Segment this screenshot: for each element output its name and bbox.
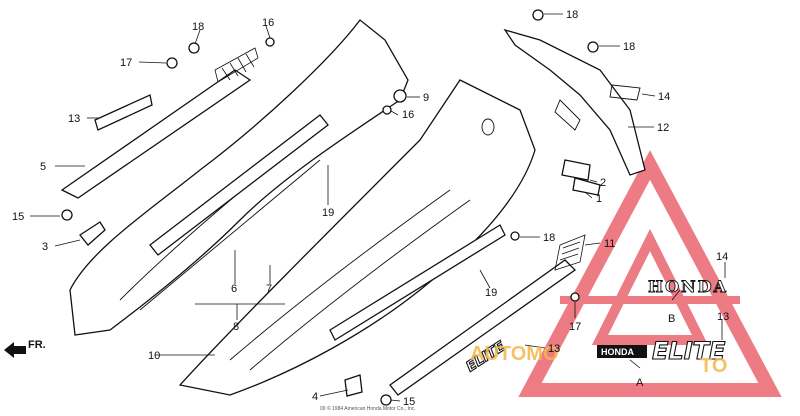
callout-13b: 13 <box>548 343 560 355</box>
callout-labels: 18 16 17 18 18 9 13 16 14 12 5 2 1 15 19 3 18 11 14 6 7 19 8 13… <box>12 9 729 408</box>
callout-18a: 18 <box>192 21 204 33</box>
callout-1: 1 <box>596 193 602 205</box>
callout-15b: 15 <box>403 396 415 408</box>
watermark-logo <box>518 150 782 397</box>
leader-lines <box>30 13 726 402</box>
watermark-text-right: TO <box>700 355 727 377</box>
callout-6: 6 <box>231 283 237 295</box>
callout-18d: 18 <box>543 232 555 244</box>
callout-9: 9 <box>423 92 429 104</box>
rear-bracket <box>503 28 646 176</box>
callout-18b: 18 <box>566 9 578 21</box>
front-direction-arrow: FR. <box>4 339 46 358</box>
sub-label-b: B <box>668 313 675 325</box>
callout-12: 12 <box>657 122 669 134</box>
callout-7: 7 <box>266 283 272 295</box>
callout-16a: 16 <box>262 17 274 29</box>
callout-16b: 16 <box>402 109 414 121</box>
honda-emblem-text: HONDA <box>648 277 728 296</box>
callout-5: 5 <box>40 161 46 173</box>
fasteners <box>61 9 641 406</box>
callout-13c: 13 <box>717 311 729 323</box>
honda-emblem-large: HONDA <box>648 277 728 297</box>
fr-label: FR. <box>28 339 46 351</box>
callout-17a: 17 <box>120 57 132 69</box>
callout-8: 8 <box>233 321 239 333</box>
callout-2: 2 <box>600 177 606 189</box>
callout-18c: 18 <box>623 41 635 53</box>
honda-small-badge-text: HONDA <box>601 347 634 357</box>
elite-emblem-large: HONDA ELITE <box>597 336 727 366</box>
callout-14b: 14 <box>716 251 728 263</box>
callout-14a: 14 <box>658 91 670 103</box>
callout-19b: 19 <box>485 287 497 299</box>
callout-19a: 19 <box>322 207 334 219</box>
callout-15a: 15 <box>12 211 24 223</box>
side-rail-strips <box>149 114 586 396</box>
watermark-text-left: AUTOMO <box>470 343 559 365</box>
copyright-fine-print: 00 © 1984 American Honda Motor Co., Inc. <box>320 405 416 412</box>
callout-4: 4 <box>312 391 318 403</box>
elite-emblem-text: ELITE <box>652 337 726 365</box>
callout-10: 10 <box>148 350 160 362</box>
sub-label-a: A <box>636 377 644 389</box>
callout-3: 3 <box>42 241 48 253</box>
upper-trim-strip <box>60 47 259 199</box>
callout-13a: 13 <box>68 113 80 125</box>
callout-17b: 17 <box>569 321 581 333</box>
callout-11: 11 <box>604 238 615 250</box>
